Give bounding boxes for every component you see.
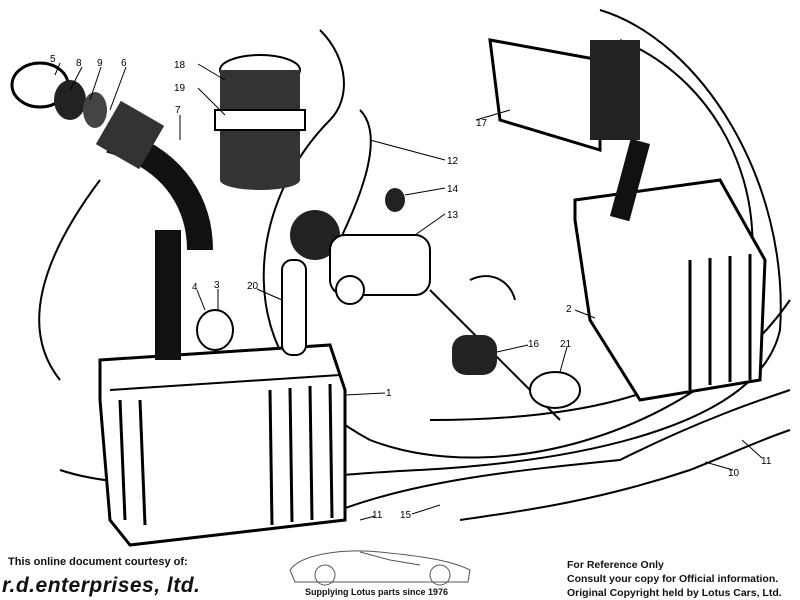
callout-2: 2 xyxy=(566,304,572,315)
callout-11: 11 xyxy=(372,510,383,521)
callout-4: 4 xyxy=(192,282,198,293)
callout-5: 5 xyxy=(50,54,56,65)
valve-21 xyxy=(529,371,581,409)
reference-line-3: Original Copyright held by Lotus Cars, L… xyxy=(567,587,782,599)
brake-pipe xyxy=(339,389,791,511)
callout-13: 13 xyxy=(447,210,459,221)
callout-10: 10 xyxy=(728,468,740,479)
callout-20: 20 xyxy=(247,281,259,292)
sender-unit xyxy=(196,309,234,351)
fuel-pump xyxy=(290,188,431,305)
brand-logo-text: r.d.enterprises, ltd. xyxy=(2,574,201,597)
fuel-pipe xyxy=(469,275,516,301)
brake-pipe xyxy=(459,429,791,521)
callout-18: 18 xyxy=(174,60,186,71)
callout-12: 12 xyxy=(447,156,459,167)
lotus-car-sketch xyxy=(289,550,471,586)
callout-11: 11 xyxy=(761,456,772,467)
callout-19: 19 xyxy=(174,83,186,94)
callout-1: 1 xyxy=(386,388,392,399)
courtesy-text: This online document courtesy of: xyxy=(8,556,188,568)
callout-3: 3 xyxy=(214,280,220,291)
callout-17: 17 xyxy=(476,118,488,129)
callout-21: 21 xyxy=(560,339,572,350)
reference-line-2: Consult your copy for Official informati… xyxy=(567,573,779,585)
reference-notice: For Reference Only Consult your copy for… xyxy=(567,558,782,600)
callout-15: 15 xyxy=(400,510,412,521)
reference-line-1: For Reference Only xyxy=(567,559,664,571)
callout-16: 16 xyxy=(528,339,540,350)
tagline: Supplying Lotus parts since 1976 xyxy=(305,587,449,597)
leader-lines xyxy=(54,62,763,521)
switch-16 xyxy=(452,335,497,375)
fuel-tank-left xyxy=(98,127,347,547)
callout-6: 6 xyxy=(121,58,127,69)
callout-14: 14 xyxy=(447,184,459,195)
ignition-coil xyxy=(214,54,306,190)
filler-box xyxy=(488,38,640,153)
fuel-tank-right xyxy=(573,138,767,402)
fuel-pipe xyxy=(38,179,101,381)
callout-9: 9 xyxy=(97,58,103,69)
callout-7: 7 xyxy=(175,105,181,116)
filler-cap xyxy=(10,61,165,170)
callout-8: 8 xyxy=(76,58,82,69)
fuel-filter xyxy=(281,259,307,356)
